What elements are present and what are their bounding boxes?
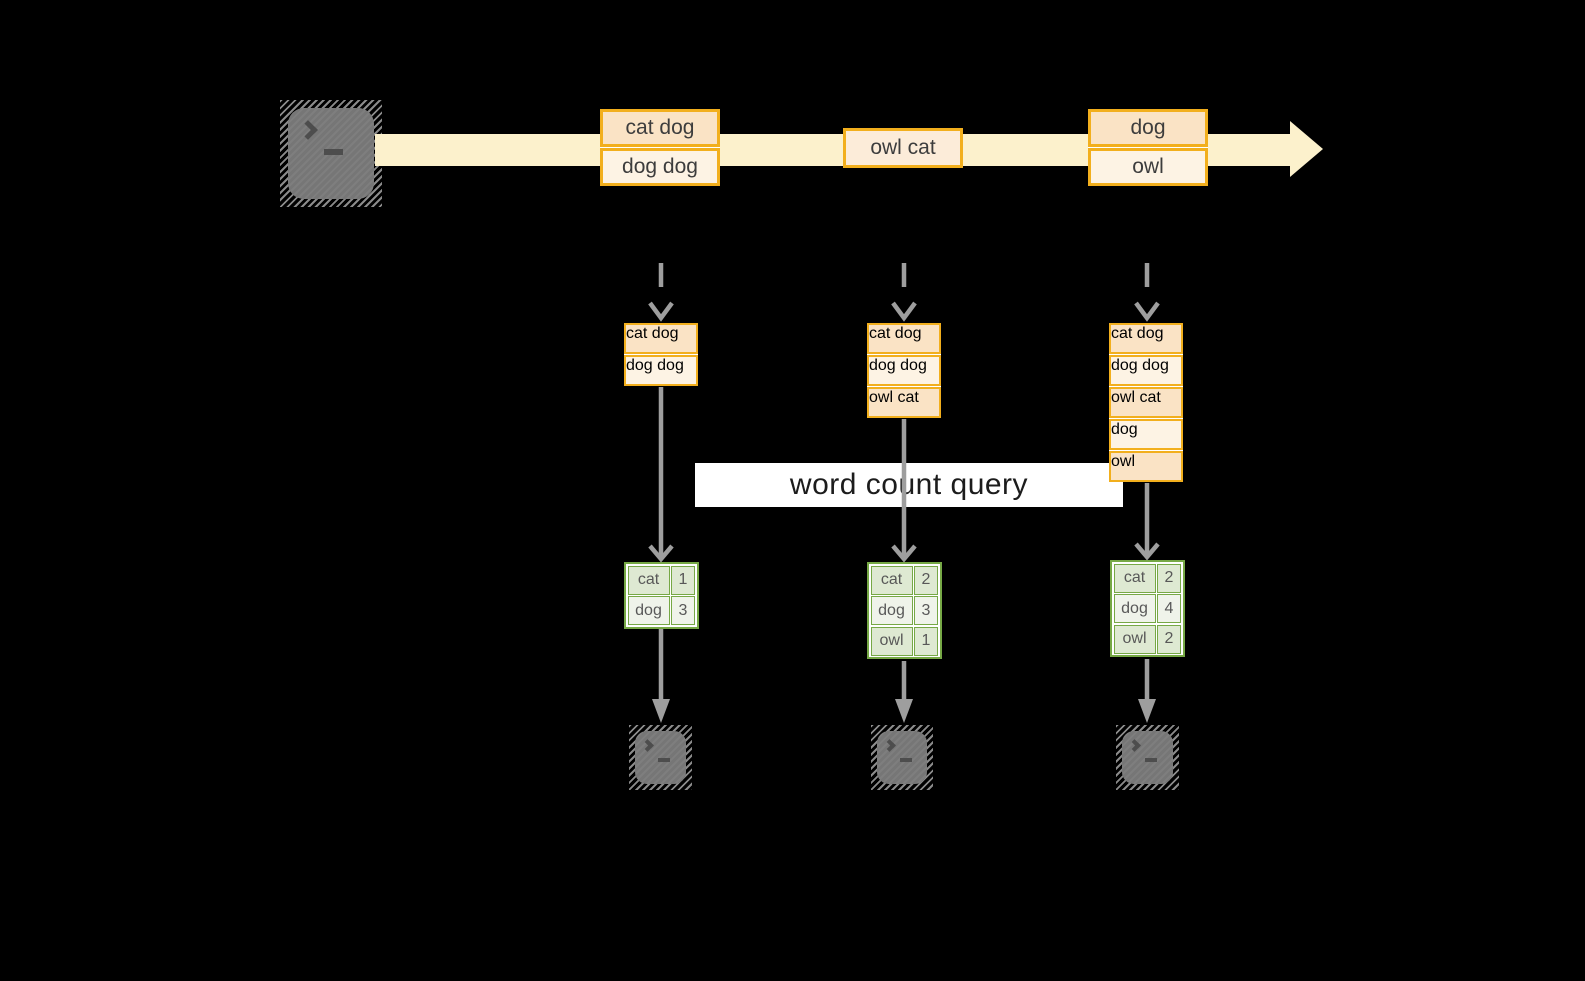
stack-line: owl cat	[867, 387, 941, 418]
batch-line: cat dog	[600, 109, 720, 147]
stream-batch-box-1: cat dog dog dog	[600, 109, 720, 186]
table-cell-count: 3	[671, 596, 695, 625]
prompt-chevron-icon	[1128, 739, 1141, 752]
prompt-underscore-icon	[1145, 758, 1157, 762]
terminal-body	[288, 108, 374, 199]
terminal-body	[877, 731, 927, 784]
input-terminal-icon	[280, 100, 382, 207]
output-terminal-icon-2	[871, 725, 933, 790]
table-cell-word: cat	[870, 565, 913, 595]
stack-line: cat dog	[1109, 323, 1183, 354]
table-cell-count: 2	[914, 565, 938, 595]
stack-line: cat dog	[867, 323, 941, 354]
stack-line: owl	[1109, 451, 1183, 482]
stack-line: dog dog	[867, 355, 941, 386]
table-cell-count: 1	[671, 565, 695, 595]
table-cell-word: owl	[1113, 624, 1156, 654]
prompt-underscore-icon	[900, 758, 912, 762]
stack-line: dog dog	[1109, 355, 1183, 386]
result-table-3: cat 2 dog 4 owl 2	[1110, 560, 1185, 657]
prompt-chevron-icon	[883, 739, 896, 752]
micro-batch-stack-1: cat dog dog dog	[624, 323, 698, 386]
table-cell-count: 2	[1157, 563, 1181, 593]
micro-batch-stack-3: cat dog dog dog owl cat dog owl	[1109, 323, 1183, 482]
stream-batch-box-3: dog owl	[1088, 109, 1208, 186]
result-table-2: cat 2 dog 3 owl 1	[867, 562, 942, 659]
prompt-underscore-icon	[324, 149, 343, 155]
batch-line: dog	[1088, 109, 1208, 147]
prompt-chevron-icon	[641, 739, 654, 752]
stream-arrow-head	[1290, 121, 1323, 177]
table-cell-count: 2	[1157, 624, 1181, 654]
table-cell-word: dog	[870, 596, 913, 625]
table-cell-count: 1	[914, 626, 938, 656]
stream-batch-box-2: owl cat	[843, 128, 963, 168]
stack-line: cat dog	[624, 323, 698, 354]
stack-line: dog dog	[624, 355, 698, 386]
terminal-body	[635, 731, 686, 784]
batch-line: owl cat	[843, 128, 963, 168]
batch-line: owl	[1088, 148, 1208, 186]
table-cell-count: 3	[914, 596, 938, 625]
table-cell-word: owl	[870, 626, 913, 656]
prompt-chevron-icon	[298, 120, 318, 140]
table-cell-word: dog	[1113, 594, 1156, 623]
prompt-underscore-icon	[658, 758, 670, 762]
stack-line: owl cat	[1109, 387, 1183, 418]
batch-line: dog dog	[600, 148, 720, 186]
table-cell-word: dog	[627, 596, 670, 625]
output-terminal-icon-3	[1116, 725, 1179, 790]
table-cell-word: cat	[627, 565, 670, 595]
output-terminal-icon-1	[629, 725, 692, 790]
table-cell-word: cat	[1113, 563, 1156, 593]
result-table-1: cat 1 dog 3	[624, 562, 699, 629]
micro-batch-stack-2: cat dog dog dog owl cat	[867, 323, 941, 418]
word-count-query-label: word count query	[695, 463, 1123, 507]
terminal-body	[1122, 731, 1173, 784]
table-cell-count: 4	[1157, 594, 1181, 623]
stack-line: dog	[1109, 419, 1183, 450]
